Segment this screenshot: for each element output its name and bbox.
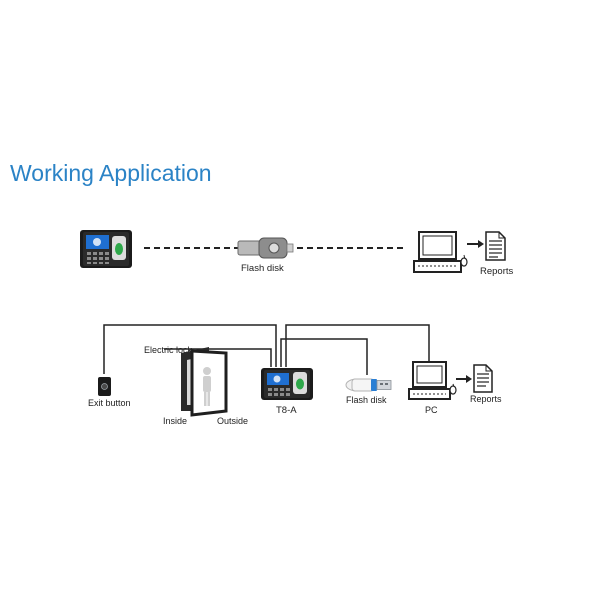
arrow-right-icon — [456, 375, 472, 383]
flash-disk-icon — [237, 237, 294, 259]
flash-disk-label-bottom: Flash disk — [346, 395, 387, 405]
pc-label: PC — [425, 405, 438, 415]
attendance-terminal-icon — [80, 230, 132, 268]
terminal-label: T8-A — [276, 405, 297, 416]
arrow-right-icon — [467, 240, 484, 248]
wiring-lines — [103, 324, 430, 375]
report-document-icon — [485, 231, 506, 261]
inside-label: Inside — [163, 416, 187, 426]
report-document-icon — [473, 364, 493, 393]
flash-disk-label: Flash disk — [241, 263, 284, 274]
door-icon — [181, 347, 228, 417]
computer-icon — [413, 231, 468, 273]
t8a-terminal-icon — [261, 368, 313, 400]
reports-label: Reports — [480, 266, 514, 277]
exit-button-icon — [98, 377, 111, 396]
outside-label: Outside — [217, 416, 248, 426]
computer-icon — [408, 361, 457, 400]
flash-disk-icon — [345, 378, 392, 392]
electric-lock-label: Electric lock — [144, 345, 193, 355]
reports-label-bottom: Reports — [470, 394, 502, 404]
exit-button-label: Exit button — [88, 398, 131, 408]
page-title: Working Application — [10, 160, 212, 186]
